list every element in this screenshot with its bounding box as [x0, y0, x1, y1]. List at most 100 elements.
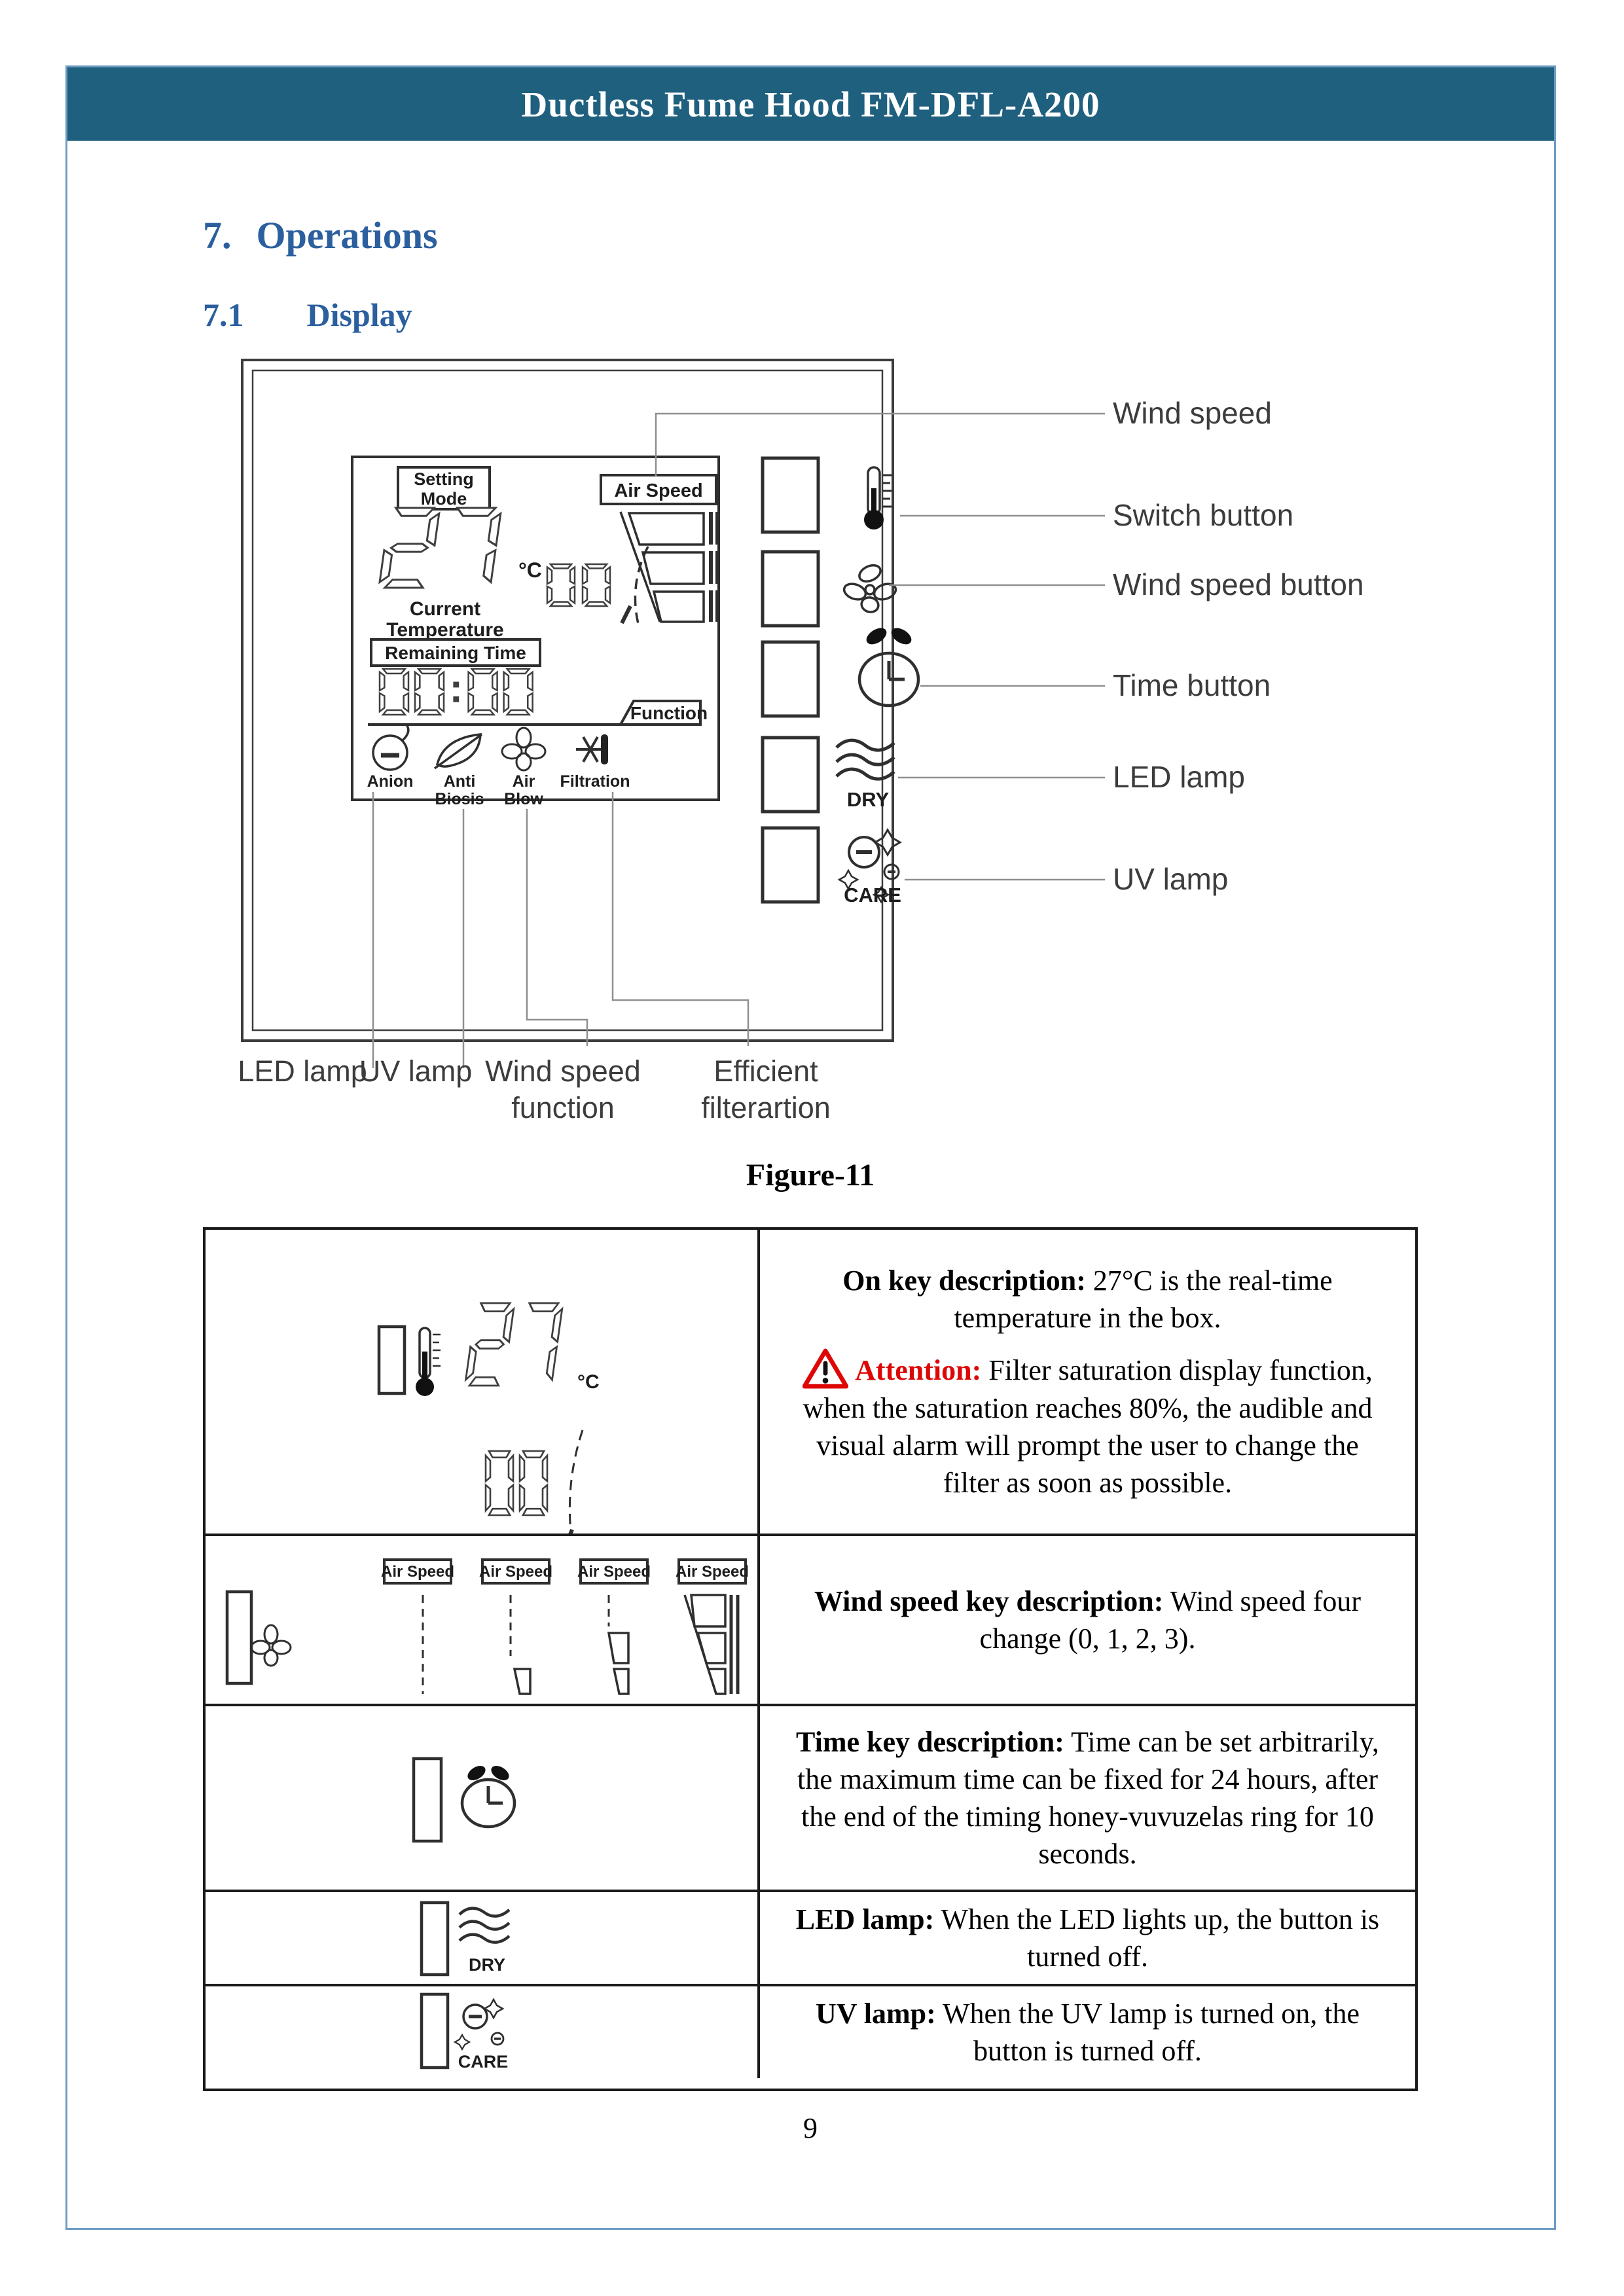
row5-lead: UV lamp:	[815, 1997, 936, 2030]
row4-button-shape	[420, 1901, 450, 1977]
bottom-label-uv-lamp: UV lamp	[359, 1054, 473, 1088]
bottom-label-eff-1: Efficient	[713, 1054, 818, 1088]
air-speed-level-2: Air Speed	[577, 1558, 651, 1695]
row5-text: When the UV lamp is turned on, the butto…	[935, 1997, 1360, 2067]
table-row-uv: CARE UV lamp: When the UV lamp is turned…	[206, 1984, 1415, 2078]
row2-image-cell: Air Speed Air Speed Air Speed	[206, 1536, 760, 1704]
wind-gauge-icon	[619, 511, 719, 627]
section-title: Operations	[256, 214, 438, 257]
row3-lead: Time key description:	[796, 1725, 1064, 1758]
document-title: Ductless Fume Hood FM-DFL-A200	[521, 84, 1100, 124]
row4-text-cell: LED lamp: When the LED lights up, the bu…	[760, 1892, 1415, 1984]
anion-label: Anion	[367, 772, 414, 791]
panel-buttons	[761, 456, 820, 904]
leader-lines-right	[655, 412, 1105, 881]
air-speed-level-1: Air Speed	[479, 1558, 552, 1695]
time-clock-icon	[857, 628, 920, 708]
led-button-shape	[761, 736, 820, 814]
row4-dry-icon	[458, 1907, 511, 1944]
row4-dry-label: DRY	[469, 1955, 505, 1975]
table-row-on-key: °C On key description: 27°C is the real-…	[206, 1230, 1415, 1534]
on-key-lcd-drawing: °C	[377, 1302, 600, 1534]
time-key-drawing	[412, 1757, 516, 1843]
subsection-title: Display	[306, 296, 412, 333]
row1-button-shape	[377, 1325, 406, 1395]
row1-attention-lead: Attention:	[855, 1354, 982, 1387]
row4-lead: LED lamp:	[795, 1903, 935, 1935]
remaining-time-digits	[378, 668, 533, 716]
row1-text: 27°C is the real-time temperature in the…	[954, 1264, 1333, 1335]
air-speed-level-3: Air Speed	[676, 1558, 749, 1695]
switch-button-shape	[761, 456, 820, 534]
care-icon	[837, 828, 902, 904]
row2-lead: Wind speed key description:	[814, 1585, 1164, 1617]
bottom-label-wind-1: Wind speed	[485, 1054, 641, 1088]
figure-caption: Figure-11	[746, 1158, 875, 1193]
row3-text-cell: Time key description: Time can be set ar…	[760, 1706, 1415, 1890]
air-speed-box-label: Air Speed	[381, 1563, 454, 1581]
led-key-drawing: DRY	[420, 1901, 511, 1977]
setting-mode-label-2: Mode	[421, 489, 467, 509]
row5-care-label: CARE	[458, 2052, 509, 2072]
setting-mode-box	[397, 466, 491, 511]
label-wind-speed-button: Wind speed button	[1113, 567, 1364, 601]
fan-icon	[842, 564, 897, 613]
current-temp-label-1: Current	[410, 598, 480, 620]
air-speed-box-label: Air Speed	[479, 1563, 552, 1581]
anti-biosis-label-2: Biosis	[435, 790, 484, 808]
row1-image-cell: °C	[206, 1230, 760, 1534]
row2-text-cell: Wind speed key description: Wind speed f…	[760, 1536, 1415, 1704]
air-speed-level-0: Air Speed	[381, 1558, 454, 1694]
lcd-frame	[351, 456, 720, 801]
row3-text: Time can be set arbitrarily, the maximum…	[797, 1725, 1379, 1871]
lcd-display: Setting Mode Air Speed °C	[351, 456, 720, 808]
air-speed-box-label: Air Speed	[676, 1563, 749, 1581]
page-number: 9	[803, 2112, 818, 2144]
row5-button-shape	[420, 1992, 450, 2070]
wind-speed-levels-drawing: Air Speed Air Speed Air Speed	[225, 1558, 749, 1695]
wind-speed-button-shape	[761, 550, 820, 628]
anti-biosis-icon	[433, 733, 483, 770]
air-speed-box	[600, 474, 717, 505]
label-uv-lamp: UV lamp	[1113, 862, 1228, 896]
row1-text-cell: On key description: 27°C is the real-tim…	[760, 1230, 1415, 1534]
temperature-digits	[378, 507, 502, 589]
anion-icon	[372, 723, 410, 771]
air-blow-label-1: Air	[513, 772, 535, 791]
anti-biosis-label-1: Anti	[444, 772, 476, 791]
temp-unit: °C	[518, 558, 542, 582]
table-row-time: Time key description: Time can be set ar…	[206, 1704, 1415, 1890]
label-switch-button: Switch button	[1113, 498, 1293, 532]
row1-temp-unit: °C	[577, 1371, 600, 1393]
subsection-number: 7.1	[203, 296, 244, 333]
remaining-time-label: Remaining Time	[385, 643, 526, 663]
dry-label: DRY	[847, 788, 890, 811]
panel-inner-frame	[251, 369, 884, 1031]
subsection-heading: 7.1 Display	[203, 296, 412, 334]
care-label: CARE	[844, 884, 901, 906]
row1-lead: On key description:	[842, 1264, 1086, 1297]
row1-attention-text: Filter saturation display function, when…	[803, 1354, 1373, 1499]
aux-digits	[546, 563, 611, 607]
air-blow-icon	[501, 726, 547, 772]
bottom-label-led-lamp: LED lamp	[238, 1054, 367, 1088]
row4-text: When the LED lights up, the button is tu…	[934, 1903, 1380, 1973]
row2-text: Wind speed four change (0, 1, 2, 3).	[979, 1585, 1362, 1655]
table-row-wind-speed: Air Speed Air Speed Air Speed	[206, 1534, 1415, 1704]
air-blow-label-2: Blow	[504, 790, 543, 808]
setting-mode-label-1: Setting	[414, 469, 474, 489]
row1-aux-digits	[484, 1450, 549, 1516]
thermometer-icon	[864, 466, 892, 529]
current-temp-label-2: Temperature	[386, 619, 504, 641]
row5-text-cell: UV lamp: When the UV lamp is turned on, …	[760, 1986, 1415, 2078]
control-panel-figure: Setting Mode Air Speed °C	[238, 359, 1364, 1124]
row3-button-shape	[412, 1757, 443, 1843]
label-led-lamp: LED lamp	[1113, 760, 1245, 794]
panel-outer-frame	[241, 359, 894, 1042]
row5-care-icon	[453, 1998, 505, 2051]
label-time-button: Time button	[1113, 668, 1271, 702]
header-banner: Ductless Fume Hood FM-DFL-A200	[67, 67, 1554, 141]
row3-clock-icon	[460, 1765, 516, 1829]
bottom-label-wind-2: function	[511, 1091, 615, 1124]
